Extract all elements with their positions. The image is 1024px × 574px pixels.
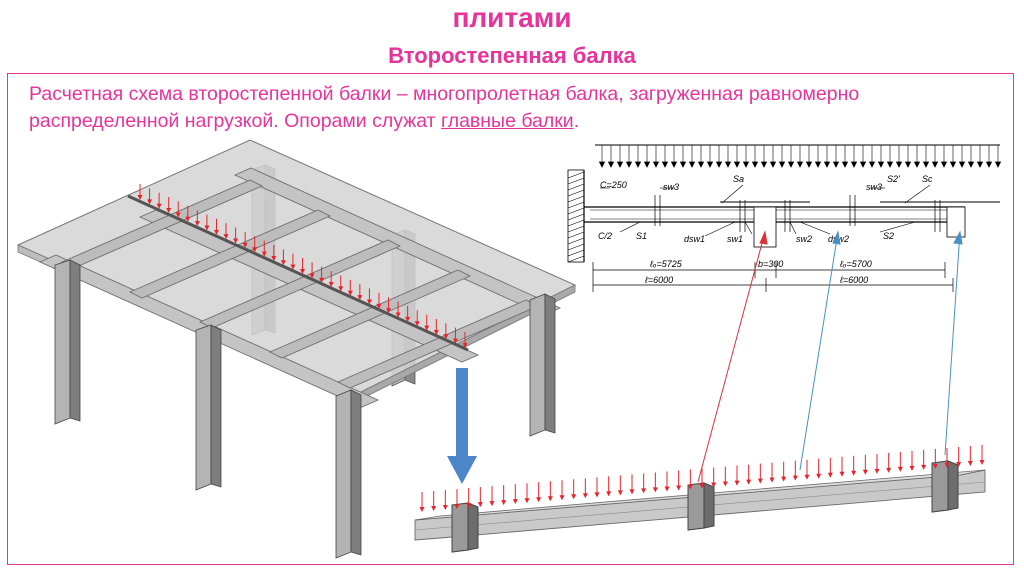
label-sw1: sw1 xyxy=(727,234,743,244)
description-main: Расчетная схема второстепенной балки – м… xyxy=(29,83,860,132)
label-s2prime: S2' xyxy=(887,174,900,184)
content-frame xyxy=(7,73,1014,565)
label-s2: S2 xyxy=(883,231,894,241)
label-dsw1: dsw1 xyxy=(684,234,705,244)
description-text: Расчетная схема второстепенной балки – м… xyxy=(29,81,929,135)
column-right xyxy=(529,293,556,437)
technical-drawing: C=250 C/2 sw3 sw3 Sa S2' Sc S1 dsw1 sw1 … xyxy=(567,144,1002,292)
label-lo2: ℓₒ=5700 xyxy=(839,259,872,269)
beam-support-right xyxy=(931,460,959,513)
label-l1: ℓ=6000 xyxy=(644,275,673,285)
label-sa: Sa xyxy=(733,174,744,184)
load-arrows-3d xyxy=(137,184,468,348)
column-front-right xyxy=(335,389,362,559)
label-c2: C/2 xyxy=(598,231,612,241)
description-end: . xyxy=(573,110,580,132)
column-front-left xyxy=(54,259,81,425)
reference-lines xyxy=(697,230,963,483)
label-sw3-left: sw3 xyxy=(663,182,679,192)
label-sw2: sw2 xyxy=(796,234,812,244)
frame-3d-illustration xyxy=(16,139,577,559)
secondary-beams-3d xyxy=(60,179,540,389)
beam-support-left xyxy=(451,502,479,553)
slide-subtitle: Второстепенная балка xyxy=(388,43,636,68)
main-beams-link[interactable]: главные балки xyxy=(441,110,574,132)
slide-title: плитами xyxy=(452,2,572,33)
isolated-beam xyxy=(414,445,986,553)
drawing-load-arrows xyxy=(598,145,1002,168)
label-s1: S1 xyxy=(636,231,647,241)
label-lo1: ℓₒ=5725 xyxy=(649,259,683,269)
label-sc: Sc xyxy=(922,174,933,184)
label-sw3-right: sw3 xyxy=(866,182,882,192)
label-l2: ℓ=6000 xyxy=(839,275,868,285)
beam-load-arrows xyxy=(419,445,985,512)
label-c250: C=250 xyxy=(600,180,627,190)
beam-support-mid xyxy=(687,482,715,531)
transition-arrow xyxy=(447,368,477,484)
column-front-mid xyxy=(195,324,222,491)
floor-slab xyxy=(16,139,577,396)
label-b300: b=300 xyxy=(758,259,783,269)
